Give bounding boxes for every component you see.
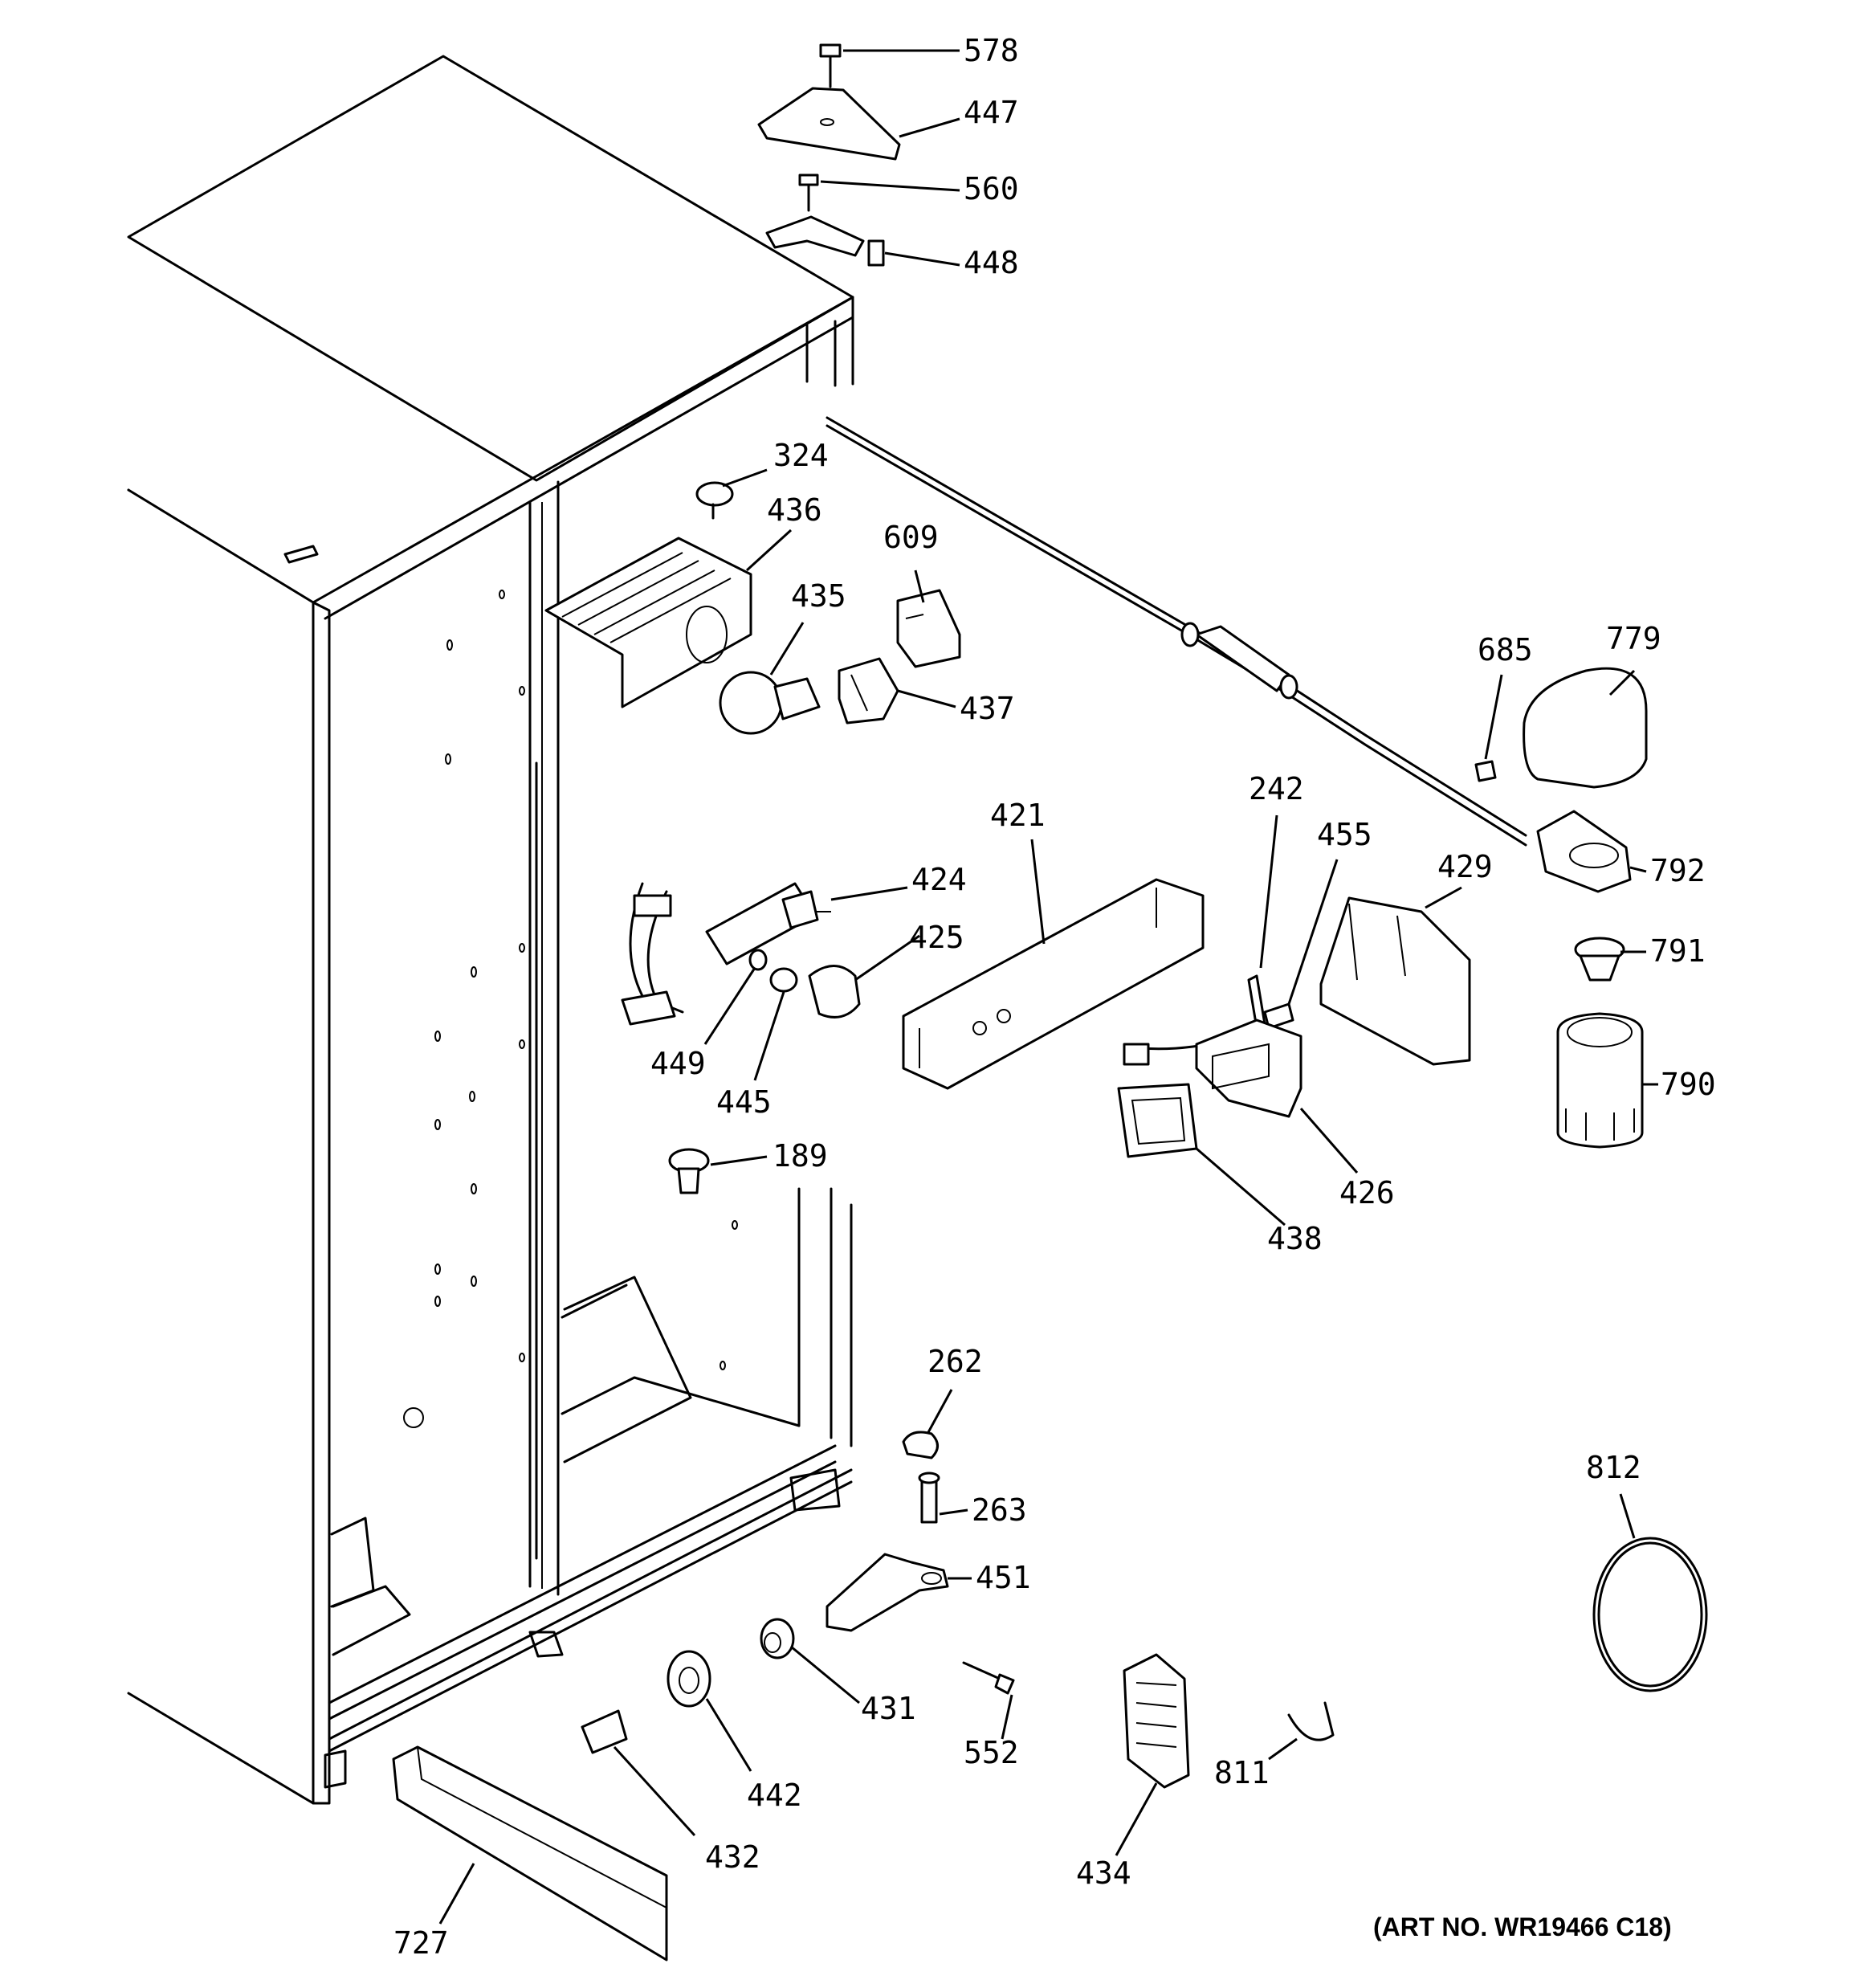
callout-189: 189: [773, 1138, 828, 1174]
callout-426: 426: [1339, 1175, 1395, 1210]
part-451-bottom-hinge: [826, 1553, 949, 1632]
part-421-control-housing: [902, 878, 1205, 1090]
callout-447: 447: [964, 95, 1019, 130]
part-792-filter-housing: [1536, 810, 1632, 893]
part-437-light-socket: [838, 657, 899, 725]
part-791-bypass-plug: [1574, 937, 1625, 982]
part-426-dispenser-switch: [1123, 1018, 1302, 1118]
part-685-screw: [1474, 760, 1497, 782]
part-424-temperature-control: [621, 882, 831, 1026]
part-448-top-hinge: [765, 215, 885, 267]
part-811-clip: [1287, 1701, 1335, 1741]
callout-455: 455: [1317, 817, 1372, 852]
callout-421: 421: [990, 798, 1046, 833]
part-436-light-shield: [544, 537, 752, 708]
part-324-push-rivet: [695, 481, 734, 520]
callout-792: 792: [1650, 853, 1706, 888]
part-425-knob: [808, 965, 861, 1018]
part-189-plug: [668, 1148, 710, 1194]
callout-445: 445: [716, 1084, 772, 1120]
callout-262: 262: [927, 1344, 983, 1379]
leader-lines: [438, 49, 1658, 1925]
cabinet-case: [127, 55, 854, 1805]
part-552-screw: [962, 1661, 1015, 1695]
part-442-washer: [667, 1650, 711, 1708]
callout-727: 727: [393, 1925, 449, 1961]
part-445-spacer: [769, 967, 798, 993]
part-434-vent-grille: [1123, 1653, 1190, 1789]
part-water-tube: [826, 416, 1527, 847]
callout-434: 434: [1076, 1855, 1131, 1891]
callout-578: 578: [964, 33, 1019, 68]
callout-429: 429: [1437, 849, 1493, 884]
callout-685: 685: [1478, 632, 1533, 667]
callout-424: 424: [911, 862, 967, 897]
part-449-shaft: [748, 949, 768, 971]
part-431-bushing: [760, 1618, 795, 1659]
part-262-cam: [902, 1431, 939, 1459]
callout-437: 437: [960, 691, 1015, 726]
callout-labels: 578 447 560 448 324 436 609 435 437 685 …: [393, 33, 1716, 1961]
part-263-hinge-pin: [918, 1472, 940, 1524]
callout-779: 779: [1606, 621, 1661, 656]
callout-790: 790: [1661, 1067, 1716, 1102]
callout-431: 431: [861, 1691, 916, 1726]
part-609-switch: [896, 589, 961, 668]
part-429-control-box: [1319, 896, 1471, 1066]
callout-812: 812: [1586, 1450, 1641, 1485]
callout-438: 438: [1267, 1221, 1323, 1256]
part-727-kick-plate: [392, 1745, 668, 1961]
part-779-cover: [1523, 667, 1648, 789]
callout-435: 435: [791, 578, 846, 614]
part-438-bezel: [1117, 1083, 1198, 1158]
callout-811: 811: [1214, 1755, 1270, 1790]
part-812-tubing-loop: [1592, 1537, 1708, 1692]
callout-448: 448: [964, 245, 1019, 280]
callout-609: 609: [883, 520, 939, 555]
callout-791: 791: [1650, 933, 1706, 969]
part-560-screw: [798, 173, 819, 212]
part-790-water-filter: [1556, 1012, 1644, 1149]
callout-449: 449: [650, 1046, 706, 1081]
art-number: (ART NO. WR19466 C18): [1373, 1912, 1672, 1941]
part-578-screw: [819, 43, 842, 88]
callout-552: 552: [964, 1735, 1019, 1770]
callout-242: 242: [1249, 771, 1304, 806]
callout-451: 451: [976, 1560, 1031, 1595]
callout-432: 432: [705, 1839, 760, 1875]
callout-263: 263: [972, 1492, 1027, 1528]
callout-436: 436: [767, 492, 822, 528]
callout-425: 425: [909, 920, 964, 955]
callout-560: 560: [964, 171, 1019, 206]
part-447-hinge-cover: [757, 87, 901, 161]
callout-442: 442: [747, 1778, 802, 1813]
callout-324: 324: [773, 438, 829, 473]
part-432-cap: [581, 1709, 628, 1754]
part-435-light-bulb: [719, 671, 821, 735]
